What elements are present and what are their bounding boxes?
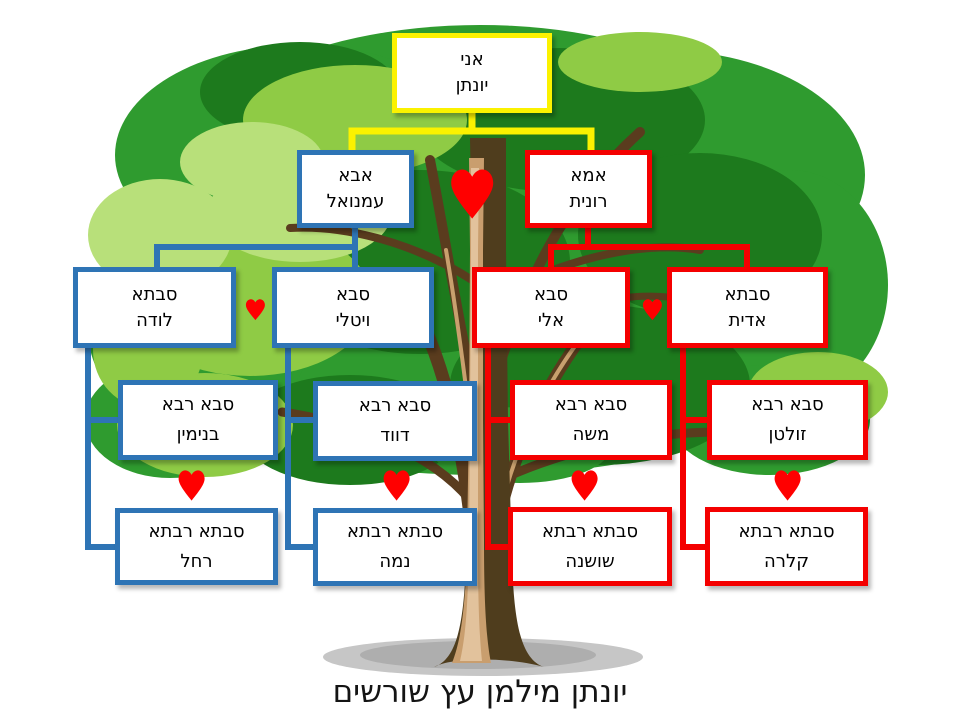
connector-luda-descendants — [85, 347, 116, 550]
heart-icon-maternal-grandparents — [642, 299, 662, 321]
node-paternal-grandmother-name: לודה — [136, 309, 173, 331]
node-paternal-grandfather: סבא ויטלי — [272, 267, 434, 348]
heart-icon-binyamin-rachel — [178, 470, 205, 501]
node-great-grandfather-binyamin: סבא רבא בנימין — [118, 380, 278, 460]
node-father-relation: אבא — [338, 165, 373, 186]
node-mother-name: רונית — [569, 191, 608, 212]
node-self-relation: אני — [460, 49, 484, 70]
node-ggf-moshe-relation: סבא רבא — [554, 394, 628, 415]
connector-vitali-descendants — [285, 347, 314, 550]
heart-icon-parents — [451, 169, 494, 219]
node-paternal-grandmother: סבתא לודה — [73, 267, 236, 348]
node-great-grandfather-david: סבא רבא דווד — [313, 381, 477, 461]
connector-edith-descendants — [680, 347, 706, 550]
node-father: אבא עמנואל — [297, 150, 414, 228]
node-maternal-grandmother-name: אדית — [728, 309, 767, 331]
node-paternal-grandfather-name: ויטלי — [335, 309, 371, 331]
node-ggm-rachel-relation: סבתא רבתא — [148, 520, 245, 542]
node-great-grandfather-zoltan: סבא רבא זולטן — [707, 380, 868, 460]
node-great-grandmother-shoshana: סבתא רבתא שושנה — [508, 507, 672, 586]
node-ggm-nema-name: נמה — [379, 551, 411, 572]
heart-icon-paternal-grandparents — [245, 299, 265, 321]
node-ggm-rachel-name: רחל — [180, 550, 213, 572]
node-mother: אמא רונית — [525, 150, 652, 228]
node-great-grandmother-clara: סבתא רבתא קלרה — [705, 507, 868, 586]
connector-father-parents — [154, 244, 355, 267]
node-paternal-grandmother-relation: סבתא — [131, 283, 178, 305]
node-ggf-david-name: דווד — [380, 425, 410, 446]
node-mother-relation: אמא — [570, 165, 607, 186]
node-great-grandmother-nema: סבתא רבתא נמה — [313, 508, 477, 586]
node-ggf-zoltan-name: זולטן — [768, 424, 807, 445]
node-maternal-grandmother: סבתא אדית — [667, 267, 828, 348]
node-ggf-moshe-name: משה — [572, 424, 610, 445]
node-ggm-nema-relation: סבתא רבתא — [346, 521, 444, 542]
node-great-grandmother-rachel: סבתא רבתא רחל — [115, 508, 278, 585]
node-ggm-shoshana-relation: סבתא רבתא — [541, 520, 639, 542]
node-great-grandfather-moshe: סבא רבא משה — [510, 380, 672, 460]
node-ggm-shoshana-name: שושנה — [565, 550, 615, 572]
node-ggf-david-relation: סבא רבא — [358, 395, 432, 416]
connector-mother-parents — [548, 244, 750, 267]
heart-icon-moshe-shoshana — [571, 470, 598, 501]
slide-caption: יונתן מילמן עץ שורשים — [332, 674, 628, 710]
node-maternal-grandfather: סבא אלי — [472, 267, 630, 348]
node-ggf-binyamin-name: בנימין — [176, 424, 220, 445]
node-maternal-grandfather-name: אלי — [537, 309, 565, 331]
hearts — [178, 169, 801, 501]
connector-self-parents — [348, 127, 595, 150]
node-ggm-clara-name: קלרה — [764, 550, 809, 572]
node-self-name: יונתן — [455, 75, 489, 96]
node-maternal-grandmother-relation: סבתא — [724, 283, 771, 305]
connector-eli-descendants — [485, 347, 509, 550]
node-maternal-grandfather-relation: סבא — [533, 283, 569, 305]
node-ggm-clara-relation: סבתא רבתא — [738, 520, 835, 542]
node-paternal-grandfather-relation: סבא — [335, 283, 371, 305]
node-ggf-zoltan-relation: סבא רבא — [751, 394, 824, 415]
node-self: אני יונתן — [392, 33, 552, 113]
node-ggf-binyamin-relation: סבא רבא — [161, 394, 235, 415]
node-father-name: עמנואל — [326, 191, 385, 212]
heart-icon-david-nema — [383, 470, 410, 501]
heart-icon-zoltan-clara — [774, 470, 801, 501]
